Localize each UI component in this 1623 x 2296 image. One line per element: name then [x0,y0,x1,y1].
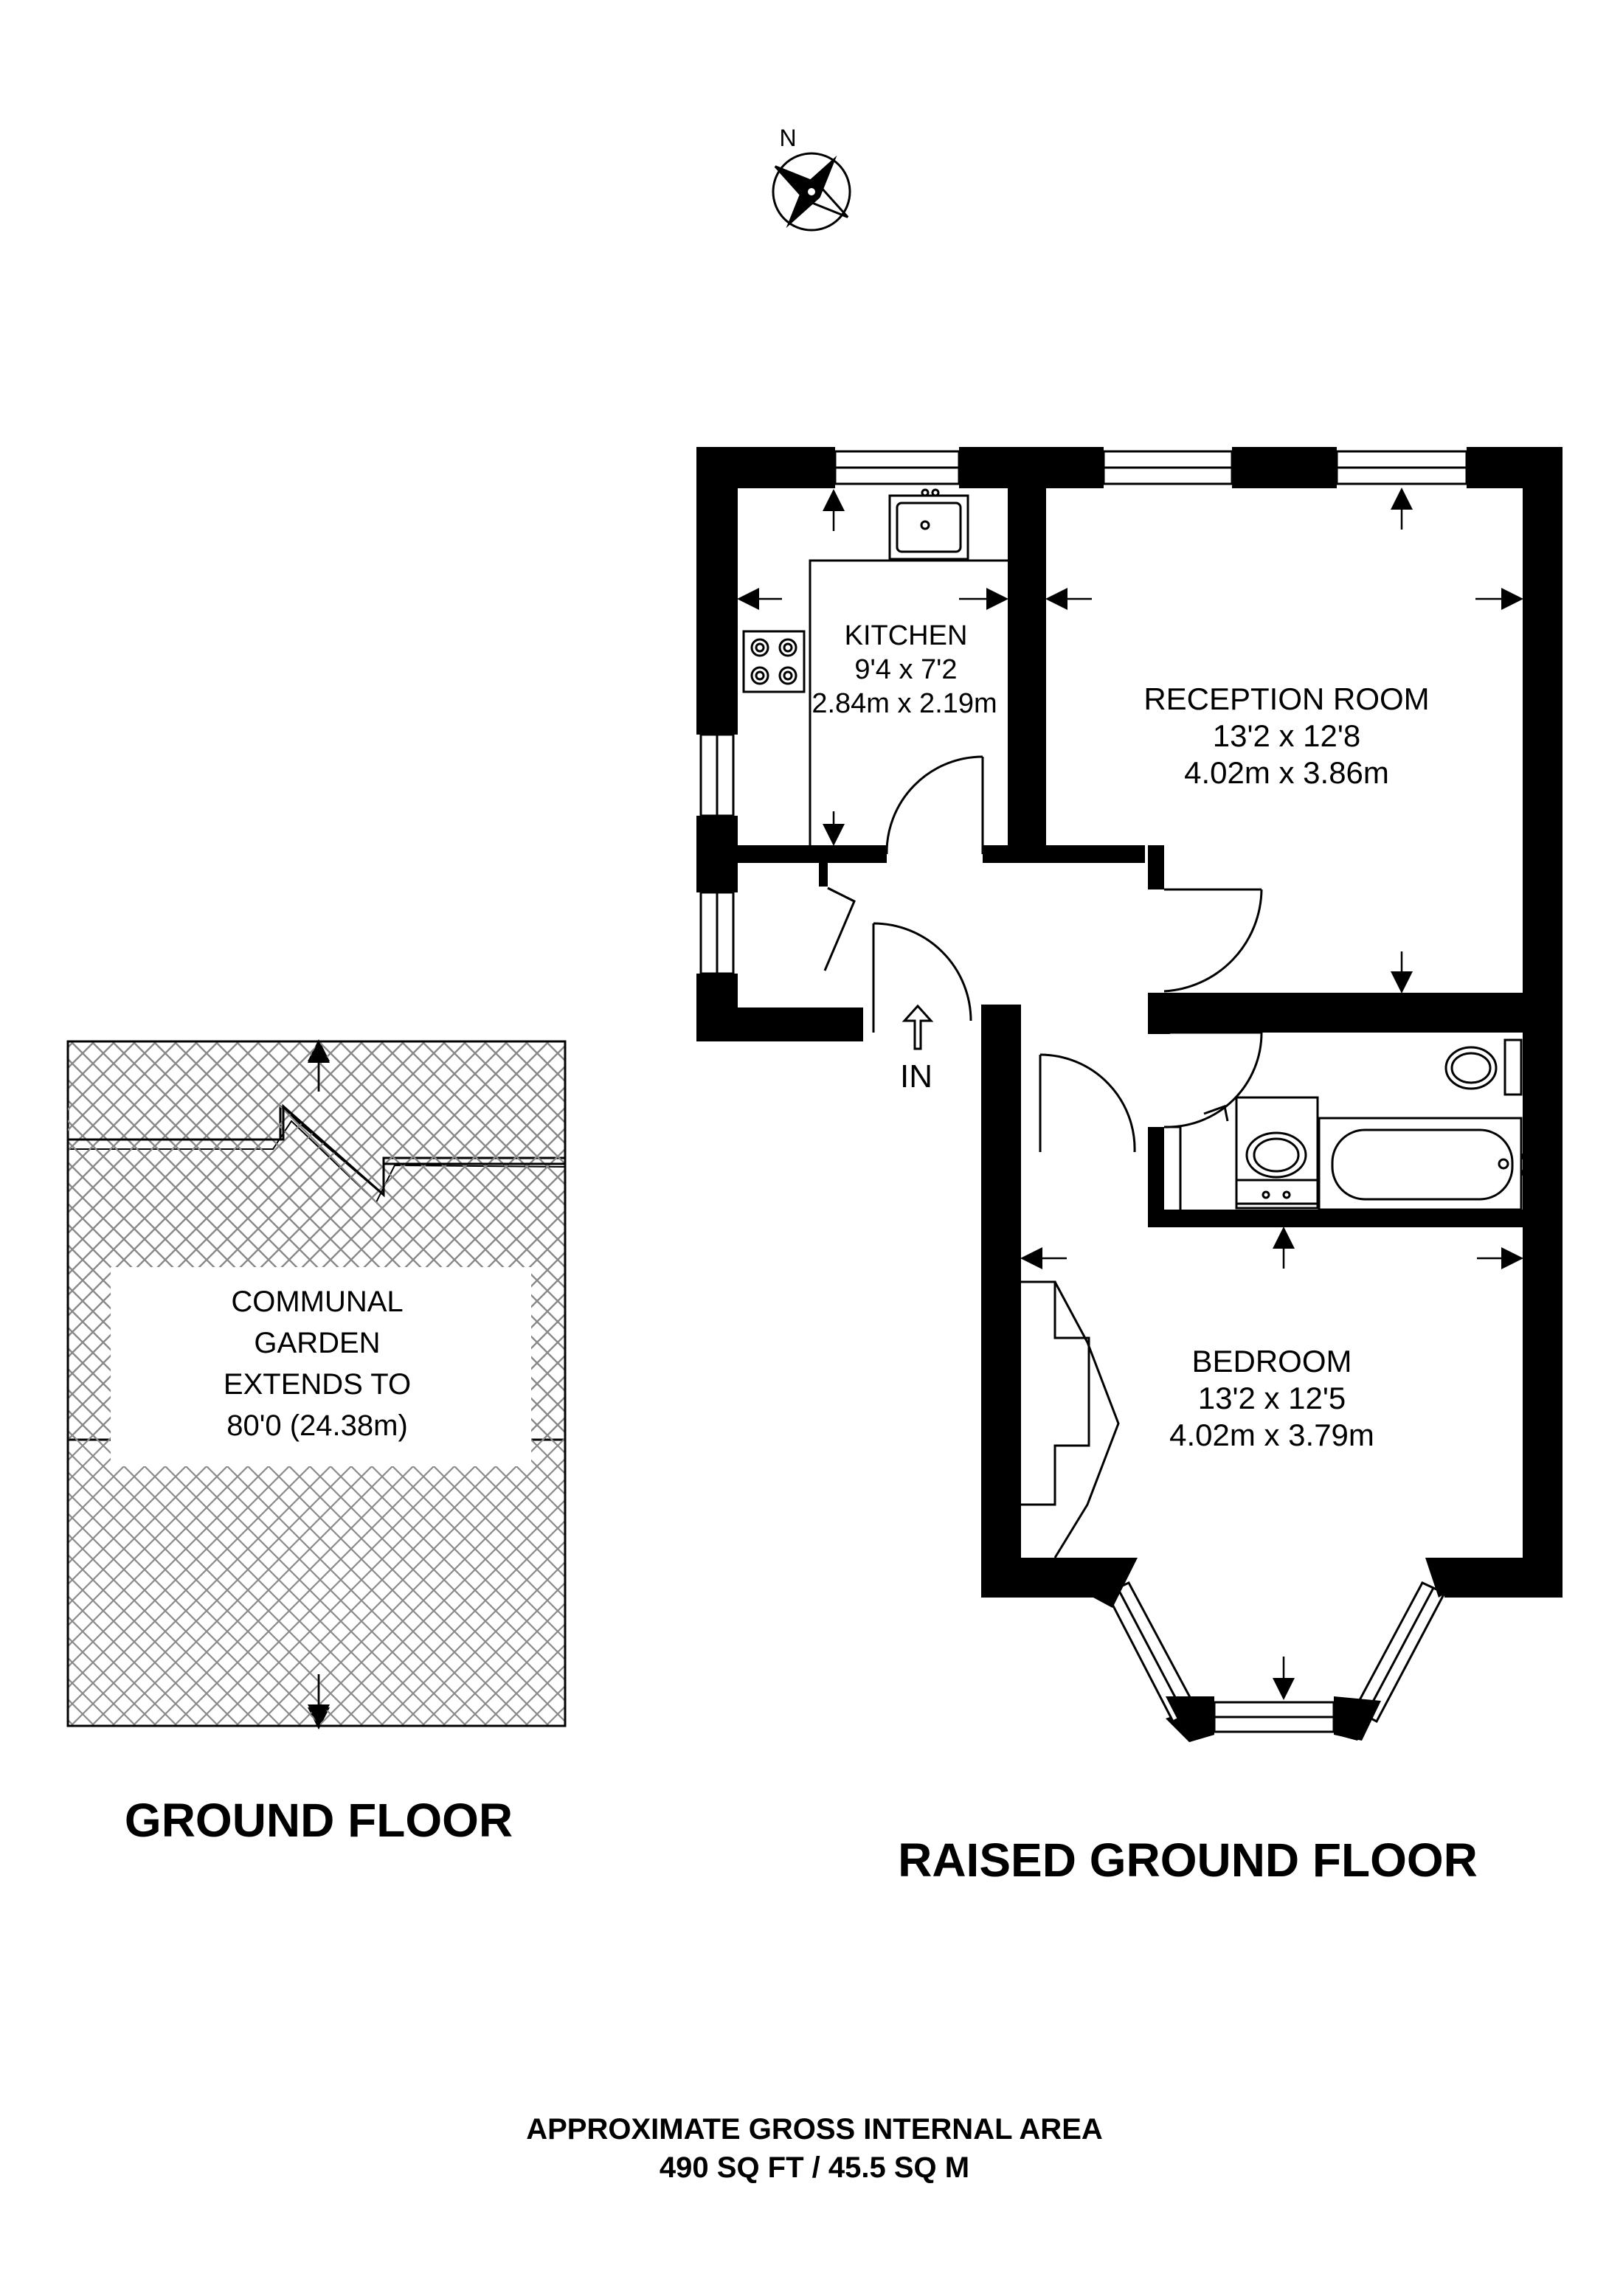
area-title: APPROXIMATE GROSS INTERNAL AREA [526,2113,1103,2146]
reception-imperial: 13'2 x 12'8 [1213,718,1361,753]
kitchen-imperial: 9'4 x 7'2 [854,654,957,685]
garden-label-line-1: COMMUNAL [231,1286,403,1318]
entrance-arrow-icon [902,1004,934,1050]
wardrobe [1021,1280,1120,1558]
kitchen-name: KITCHEN [845,620,968,651]
windows [699,450,1468,1733]
garden-hatch-area [66,1040,567,1727]
kitchen-fittings [742,488,1008,845]
bedroom-name: BEDROOM [1191,1344,1352,1378]
bedroom-metric: 4.02m x 3.79m [1169,1418,1374,1452]
toilet-icon [1444,1038,1523,1096]
ground-floor-heading: GROUND FLOOR [125,1794,513,1847]
hob-icon [742,630,806,693]
raised-ground-floor-heading: RAISED GROUND FLOOR [898,1834,1478,1887]
sink-icon [888,494,969,561]
compass-icon [772,152,851,232]
doors [823,755,1263,1153]
dimension-arrows [737,488,1523,1700]
bedroom-imperial: 13'2 x 12'5 [1198,1381,1346,1415]
bath-icon [1318,1117,1528,1211]
walls [696,447,1563,1742]
garden-label-line-3: EXTENDS TO [224,1368,411,1401]
reception-metric: 4.02m x 3.86m [1184,755,1389,790]
garden-label-line-4: 80'0 (24.38m) [226,1409,408,1442]
compass-north-label: N [779,125,796,151]
kitchen-metric: 2.84m x 2.19m [812,688,997,719]
bay-window-frame [1093,1558,1458,1742]
entrance-label: IN [900,1058,932,1095]
area-value: 490 SQ FT / 45.5 SQ M [660,2151,969,2184]
reception-name: RECEPTION ROOM [1143,681,1429,716]
bathroom-fittings [1164,1038,1528,1211]
garden-label-line-2: GARDEN [254,1327,380,1359]
basin-icon [1235,1096,1319,1210]
